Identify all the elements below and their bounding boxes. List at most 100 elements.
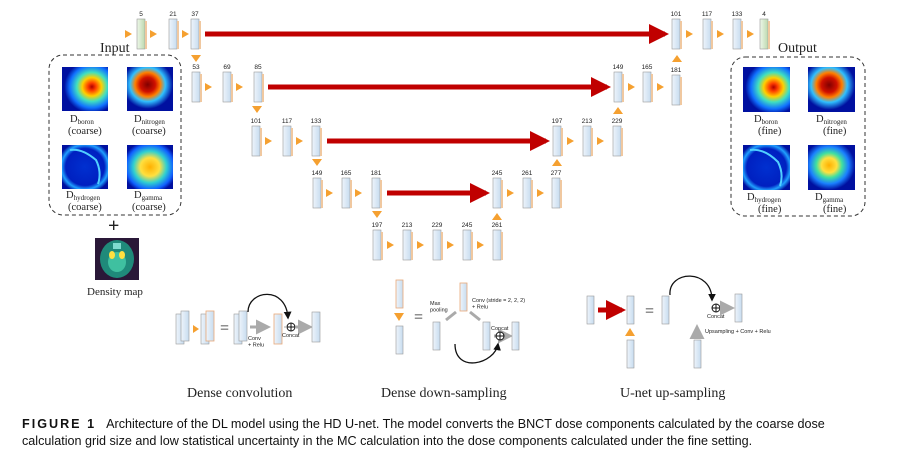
bottom-block-2-label: 229 <box>432 222 443 229</box>
svg-text:Concat: Concat <box>282 333 300 339</box>
svg-text:(fine): (fine) <box>823 204 847 215</box>
bottom-block-3-edge <box>471 232 473 260</box>
l4-dec-block-2-label: 277 <box>551 170 562 177</box>
l1-enc-block-2 <box>190 18 200 50</box>
output-panel <box>730 56 866 217</box>
l1-input-arrow <box>125 30 132 38</box>
l4-enc-block-0-edge <box>321 180 323 208</box>
l3-enc-block-1 <box>282 125 292 157</box>
svg-text:(coarse): (coarse) <box>68 126 102 137</box>
l3-enc-block-0-edge <box>260 128 262 156</box>
svg-text:Upsampling + Conv + Relu: Upsampling + Conv + Relu <box>705 329 771 335</box>
l4-dec-block-1-label: 261 <box>522 170 533 177</box>
input-panel <box>48 54 182 216</box>
l4-enc-block-1-label: 165 <box>341 170 352 177</box>
svg-text:Concat: Concat <box>707 314 725 320</box>
l1-dec-block-0 <box>671 18 681 50</box>
l2-enc-block-2 <box>253 71 263 103</box>
svg-text:(coarse): (coarse) <box>68 202 102 213</box>
l3-up-arrow <box>552 159 562 166</box>
svg-text:Dense convolution: Dense convolution <box>187 386 292 401</box>
bottom-conv-arrow-2 <box>447 241 454 249</box>
l4-enc-block-0 <box>312 177 322 209</box>
l1-enc-block-0 <box>136 18 146 50</box>
output-label: Output <box>778 41 817 56</box>
bottom-block-4-label: 261 <box>492 222 503 229</box>
l1-enc-block-1-edge <box>177 21 179 49</box>
l4-dec-block-2-edge <box>560 180 562 208</box>
l3-enc-block-2 <box>311 125 321 157</box>
bottom-block-1-label: 213 <box>402 222 413 229</box>
svg-text:Dnitrogen: Dnitrogen <box>134 114 165 126</box>
l3-dec-block-1-edge <box>591 128 593 156</box>
l3-dec-block-1-label: 213 <box>582 118 593 125</box>
l1-dec-block-0-edge <box>680 21 682 49</box>
l2-enc-block-0-edge <box>200 74 202 102</box>
l3-down-arrow <box>312 159 322 166</box>
l2-dec-block-1 <box>642 71 652 103</box>
l3-enc-block-1-edge <box>291 128 293 156</box>
bottom-block-3 <box>462 229 472 261</box>
l3-enc-block-2-edge <box>320 128 322 156</box>
l1-dec-block-1 <box>702 18 712 50</box>
input-maps <box>62 67 173 189</box>
l4-enc-block-0-label: 149 <box>312 170 323 177</box>
l1-dec-conv-arrow-0 <box>686 30 693 38</box>
bottom-block-4-edge <box>501 232 503 260</box>
legend-dense-convolution: = Conv+ Relu Concat Dense convolution <box>175 293 321 401</box>
svg-text:Dboron: Dboron <box>70 114 94 126</box>
bottom-block-0-edge <box>381 232 383 260</box>
svg-text:(coarse): (coarse) <box>132 126 166 137</box>
l2-dec-block-1-label: 165 <box>642 64 653 71</box>
l1-dec-block-0-label: 101 <box>671 11 682 18</box>
l4-dec-block-1-edge <box>531 180 533 208</box>
l1-dec-block-1-label: 117 <box>702 11 713 18</box>
svg-text:Dgamma: Dgamma <box>134 190 163 202</box>
l2-enc-conv-arrow-1 <box>236 83 243 91</box>
l3-enc-block-0 <box>251 125 261 157</box>
l2-enc-conv-arrow-0 <box>205 83 212 91</box>
architecture-figure: Input Dboron (coarse) Dnitrogen (coarse)… <box>48 11 866 401</box>
svg-text:(fine): (fine) <box>823 126 847 137</box>
bottom-conv-arrow-1 <box>417 241 424 249</box>
l1-enc-block-2-edge <box>199 21 201 49</box>
l2-enc-block-2-edge <box>262 74 264 102</box>
l1-dec-block-2 <box>732 18 742 50</box>
svg-text:(coarse): (coarse) <box>132 202 166 213</box>
l3-enc-conv-arrow-0 <box>265 137 272 145</box>
l3-dec-block-0 <box>552 125 562 157</box>
l1-dec-block-3-label: 4 <box>762 11 766 18</box>
l4-dec-block-0 <box>492 177 502 209</box>
svg-text:Dense down-sampling: Dense down-sampling <box>381 386 507 401</box>
l4-enc-conv-arrow-0 <box>326 189 333 197</box>
legend-unet-up-sampling: = Concat Upsampling + Conv + Relu U-net … <box>586 275 771 401</box>
l2-enc-block-0-label: 53 <box>192 64 200 71</box>
l3-dec-block-2-label: 229 <box>612 118 623 125</box>
svg-text:U-net up-sampling: U-net up-sampling <box>620 386 725 401</box>
l1-up-arrow <box>672 55 682 62</box>
l4-dec-block-1 <box>522 177 532 209</box>
density-map-label: Density map <box>87 286 143 298</box>
caption-text: Architecture of the DL model using the H… <box>22 417 825 448</box>
density-map-image <box>95 238 139 280</box>
l1-dec-conv-arrow-2 <box>747 30 754 38</box>
bottom-block-1 <box>402 229 412 261</box>
l2-dec-block-0-label: 149 <box>613 64 624 71</box>
svg-text:Dgamma: Dgamma <box>815 192 844 204</box>
l4-up-arrow <box>492 213 502 220</box>
l4-dec-conv-arrow-0 <box>507 189 514 197</box>
l4-dec-block-0-edge <box>501 180 503 208</box>
l1-enc-block-1 <box>168 18 178 50</box>
l1-dec-block-2-edge <box>741 21 743 49</box>
l4-enc-block-1 <box>341 177 351 209</box>
l3-enc-block-2-label: 133 <box>311 118 322 125</box>
l4-enc-block-2-edge <box>380 180 382 208</box>
l1-dec-block-1-edge <box>711 21 713 49</box>
l2-dec-block-0-edge <box>622 74 624 102</box>
l2-enc-block-2-label: 85 <box>254 64 262 71</box>
svg-text:=: = <box>220 320 229 337</box>
output-labels: Dboron (fine) Dnitrogen (fine) Dhydrogen… <box>747 114 847 215</box>
